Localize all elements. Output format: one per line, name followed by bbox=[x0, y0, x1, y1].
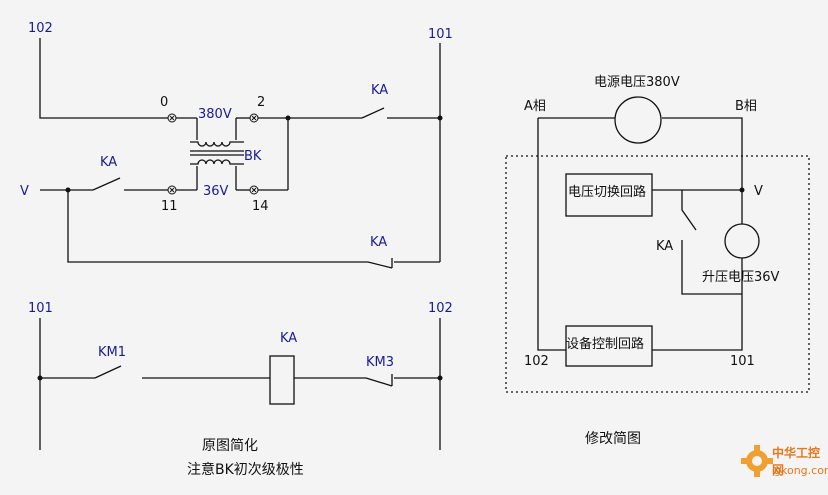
label-right-node-101: 101 bbox=[730, 354, 755, 369]
ka-nc-contact bbox=[367, 258, 393, 269]
label-terminal-2: 2 bbox=[257, 95, 266, 110]
watermark-site-url: gkong.com bbox=[774, 464, 828, 477]
caption-original-simplified: 原图简化 bbox=[202, 438, 258, 454]
label-km3: KM3 bbox=[366, 355, 395, 370]
junction-101-top bbox=[437, 115, 443, 121]
label-km1: KM1 bbox=[98, 345, 127, 360]
label-switch-circuit: 电压切换回路 bbox=[568, 185, 647, 200]
phase-b-line bbox=[538, 117, 743, 327]
label-right-node-102: 102 bbox=[524, 354, 549, 369]
label-right-v: V bbox=[754, 184, 763, 199]
switch-circuit-box bbox=[565, 173, 653, 217]
dashed-boundary bbox=[505, 155, 810, 393]
junction-bottom-102 bbox=[437, 375, 443, 381]
junction-v bbox=[65, 187, 71, 193]
phase-a-line bbox=[537, 118, 566, 351]
control-circuit-box bbox=[565, 325, 653, 367]
watermark-site-cn: 中华工控网 bbox=[772, 446, 821, 477]
boost-voltage-meter bbox=[724, 223, 760, 259]
label-node-102-bottom: 102 bbox=[428, 301, 453, 316]
km3-nc-contact bbox=[365, 374, 393, 387]
label-boost-voltage: 升压电压36V bbox=[702, 270, 780, 285]
watermark: 中华工控网 gkong.com bbox=[740, 438, 828, 492]
label-supply-voltage: 电源电压380V bbox=[594, 75, 680, 90]
label-node-101-bottom: 101 bbox=[28, 301, 53, 316]
transformer-secondary-coil bbox=[190, 159, 244, 165]
ka-contact-left bbox=[92, 177, 121, 191]
gear-icon bbox=[741, 445, 773, 477]
label-ka-left: KA bbox=[100, 155, 118, 170]
caption-modified-simplified: 修改简图 bbox=[585, 431, 641, 447]
label-terminal-11: 11 bbox=[161, 199, 178, 214]
label-terminal-14: 14 bbox=[252, 199, 269, 214]
wire-ka-branch bbox=[681, 190, 742, 295]
label-v-input: V bbox=[20, 184, 29, 199]
label-control-circuit: 设备控制回路 bbox=[566, 337, 645, 352]
ka-coil bbox=[269, 355, 295, 405]
label-phase-a: A相 bbox=[524, 99, 546, 114]
ka-contact-top bbox=[361, 107, 385, 119]
label-phase-b: B相 bbox=[735, 99, 757, 114]
supply-voltage-meter bbox=[614, 96, 662, 144]
label-terminal-0: 0 bbox=[160, 95, 169, 110]
caption-polarity-note: 注意BK初次级极性 bbox=[187, 462, 304, 478]
transformer-primary-coil bbox=[190, 141, 244, 147]
label-right-ka: KA bbox=[656, 239, 674, 254]
km1-contact bbox=[94, 365, 122, 379]
label-node-102-top: 102 bbox=[28, 21, 53, 36]
wire-bottom-loop bbox=[67, 190, 368, 263]
junction-right-v bbox=[739, 187, 745, 193]
junction-bottom-101 bbox=[37, 375, 43, 381]
wire-102-to-primary bbox=[39, 38, 168, 119]
label-ka-coil: KA bbox=[280, 331, 298, 346]
label-bk: BK bbox=[244, 149, 262, 164]
label-36v: 36V bbox=[203, 184, 229, 199]
label-380v: 380V bbox=[198, 107, 232, 122]
junction-2-14 bbox=[285, 115, 291, 121]
label-node-101-top: 101 bbox=[428, 27, 453, 42]
label-ka-bottom: KA bbox=[370, 235, 388, 250]
label-ka-top: KA bbox=[371, 83, 389, 98]
wire-control-to-b bbox=[652, 327, 743, 351]
